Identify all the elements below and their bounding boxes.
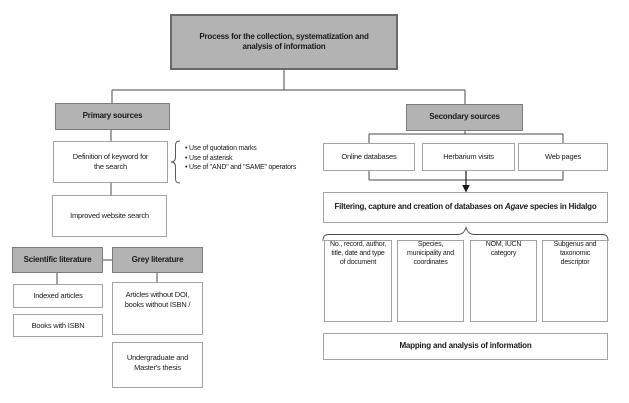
list-item: Use of asterisk	[185, 154, 315, 164]
filtering-box: Filtering, capture and creation of datab…	[323, 192, 608, 223]
left-brace-icon	[170, 140, 181, 184]
improved-search-label: Improved website search	[70, 211, 149, 221]
filtering-label: Filtering, capture and creation of datab…	[334, 202, 597, 212]
search-operators-list: Use of quotation marks Use of asterisk U…	[185, 144, 315, 173]
field-nom-iucn-box: NOM, IUCN category	[470, 240, 537, 322]
list-item: Use of quotation marks	[185, 144, 315, 154]
indexed-articles-label: Indexed articles	[33, 291, 83, 301]
primary-sources-label: Primary sources	[82, 111, 143, 121]
improved-search-box: Improved website search	[52, 195, 167, 237]
herbarium-visits-box: Herbarium visits	[422, 143, 515, 171]
title-text: Process for the collection, systematizat…	[199, 31, 369, 51]
primary-sources-box: Primary sources	[55, 103, 170, 130]
secondary-sources-box: Secondary sources	[406, 104, 523, 131]
mapping-box: Mapping and analysis of information	[323, 333, 608, 360]
web-pages-label: Web pages	[544, 152, 581, 162]
thesis-box: Undergraduate and Master's thesis	[112, 342, 203, 388]
thesis-label: Undergraduate and Master's thesis	[126, 353, 189, 372]
keyword-definition-box: Definition of keyword for the search	[53, 141, 168, 183]
books-isbn-label: Books with ISBN	[31, 320, 85, 330]
web-pages-box: Web pages	[518, 143, 608, 171]
field-subgenus-box: Subgenus and taxonomic descriptor	[542, 240, 608, 322]
horizontal-brace-icon	[322, 225, 609, 242]
keyword-definition-label: Definition of keyword for the search	[72, 152, 149, 171]
herbarium-visits-label: Herbarium visits	[443, 152, 494, 162]
field-nom-iucn-label: NOM, IUCN category	[485, 241, 522, 257]
articles-without-doi-label: Articles without DOI, books without ISBN…	[124, 290, 191, 309]
list-item: Use of "AND" and "SAME" operators	[185, 163, 315, 173]
mapping-label: Mapping and analysis of information	[399, 341, 532, 351]
field-subgenus-label: Subgenus and taxonomic descriptor	[553, 241, 597, 266]
articles-without-doi-box: Articles without DOI, books without ISBN…	[112, 282, 203, 335]
indexed-articles-box: Indexed articles	[13, 284, 103, 308]
grey-literature-box: Grey literature	[112, 247, 203, 273]
books-isbn-box: Books with ISBN	[13, 314, 103, 337]
agave-italic: Agave	[504, 202, 528, 212]
field-species-box: Species, municipality and coordinates	[397, 240, 464, 322]
field-species-label: Species, municipality and coordinates	[407, 241, 454, 266]
online-databases-label: Online databases	[341, 152, 397, 162]
scientific-literature-label: Scientific literature	[23, 254, 92, 264]
secondary-sources-label: Secondary sources	[429, 112, 500, 122]
online-databases-box: Online databases	[323, 143, 415, 171]
grey-literature-label: Grey literature	[131, 254, 184, 264]
field-record-label: No., record, author, title, date and typ…	[330, 241, 386, 266]
arrow-down-icon	[462, 171, 470, 193]
scientific-literature-box: Scientific literature	[12, 247, 103, 273]
title-box: Process for the collection, systematizat…	[170, 14, 398, 70]
field-record-box: No., record, author, title, date and typ…	[324, 240, 392, 322]
